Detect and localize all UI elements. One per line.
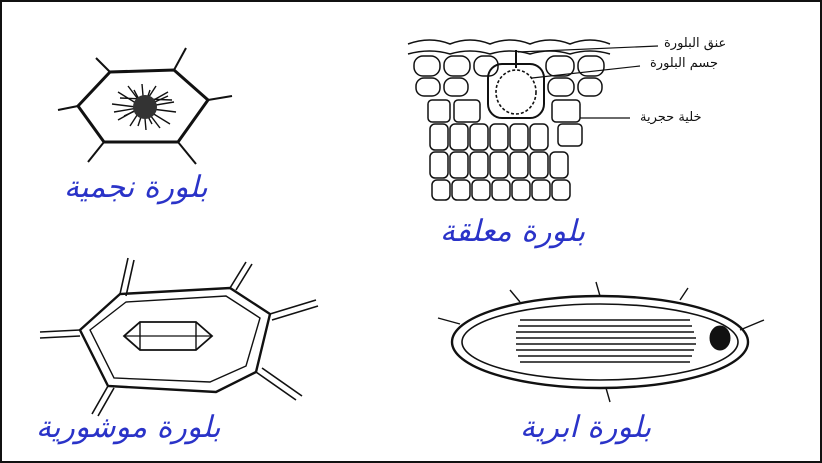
caption-needle-crystal: بلورة ابرية [520,410,651,445]
stone-cells [430,124,570,200]
caption-star-crystal: بلورة نجمية [64,170,208,205]
callout-crystal-body: جسم البلورة [650,56,718,71]
caption-suspended-crystal: بلورة معلقة [440,214,585,249]
needle-crystal-drawing [438,282,764,402]
prismatic-crystal-drawing [40,258,318,416]
callout-stone-cell: خلية حجرية [640,110,702,125]
caption-prismatic-crystal: بلورة موشورية [36,410,221,445]
raphide-bundle [516,320,696,362]
callout-crystal-stalk: عنق البلورة [664,36,726,51]
star-crystal-drawing [58,48,232,164]
suspended-crystal-drawing [408,40,658,200]
